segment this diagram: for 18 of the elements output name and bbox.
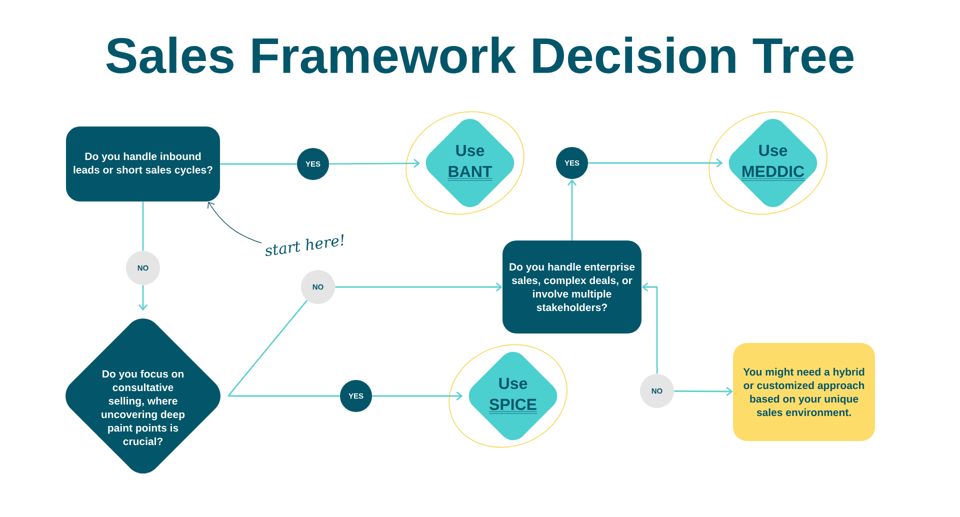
connector-arrow [138, 285, 148, 311]
connector-arrow [642, 282, 658, 374]
connector-arrow [372, 391, 463, 401]
question-box: Do you handle enterprise sales, complex deals, or involve multiple stakeholders? [502, 240, 642, 334]
connector-line [220, 163, 297, 165]
connector-line [228, 395, 340, 397]
suggestion-box: You might need a hybrid or customized approach based on your unique sales environment. [733, 343, 875, 441]
connector-arrow [329, 158, 420, 168]
connector-line [142, 202, 144, 251]
connector-arrow [207, 202, 262, 244]
question-box: Do you handle inbound leads or short sales cycles? [66, 126, 220, 202]
connector-arrow [588, 158, 723, 168]
title: Sales Framework Decision Tree [106, 36, 854, 74]
connector-arrow [335, 282, 502, 292]
connector-arrow [674, 386, 733, 396]
connector-line [228, 300, 308, 396]
connector-arrow [567, 179, 577, 240]
handwritten-note: start here! [266, 234, 344, 256]
